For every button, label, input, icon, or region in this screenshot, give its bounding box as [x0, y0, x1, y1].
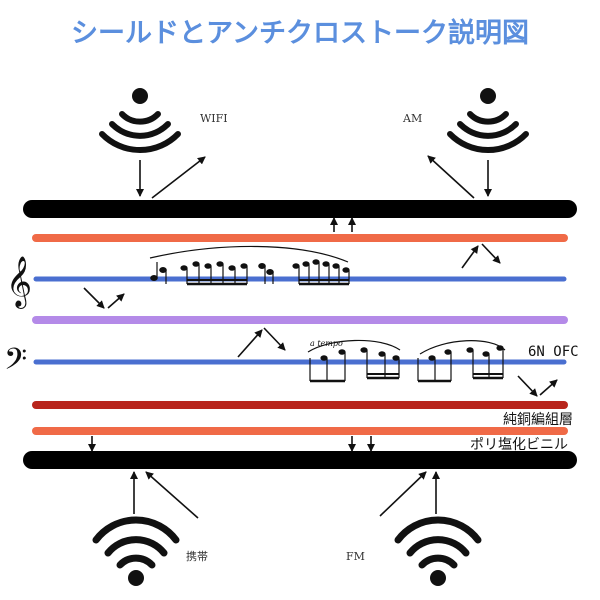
arrow-icon	[107, 293, 125, 309]
arrow-icon	[461, 245, 479, 269]
arrow-icon	[145, 471, 199, 519]
arrow-icon	[481, 243, 501, 264]
diagram-title: シールドとアンチクロストーク説明図	[71, 17, 529, 49]
arrow-icon	[517, 375, 538, 397]
source-label-fm: FM	[346, 550, 365, 563]
tempo-marking: a tempo	[310, 339, 343, 348]
music-notes-lower	[307, 339, 506, 383]
signal-icon-top-left	[99, 88, 181, 154]
source-label-mobile: 携帯	[186, 549, 208, 563]
signal-icon-bottom-right	[394, 516, 482, 586]
arrow-icon	[263, 327, 286, 351]
arrow-icon	[539, 379, 558, 396]
layer-label-conductor: 6N OFC	[528, 344, 579, 360]
arrow-icon	[151, 156, 206, 199]
arrow-icon	[427, 155, 475, 199]
source-label-am: AM	[402, 112, 422, 125]
bass-clef-icon: 𝄢	[4, 343, 27, 384]
source-label-wifi: WIFI	[200, 112, 228, 125]
signal-icon-top-right	[447, 88, 529, 154]
layer-label-insulation: ポリ塩化ビニル	[470, 437, 568, 453]
treble-clef-icon: 𝄞	[6, 256, 32, 309]
arrow-icon	[379, 471, 427, 517]
arrow-icon	[237, 329, 263, 358]
music-notes-upper	[149, 245, 350, 286]
layer-label-braid: 純銅編組層	[503, 412, 573, 428]
arrow-icon	[83, 287, 105, 309]
interference-arrows	[83, 155, 558, 519]
signal-icon-bottom-left	[92, 516, 180, 586]
